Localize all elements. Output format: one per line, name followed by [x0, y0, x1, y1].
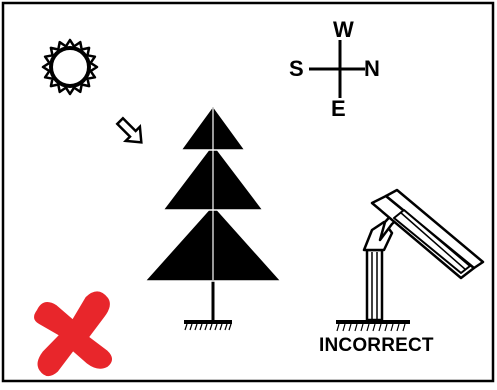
compass-south-label: S — [289, 58, 304, 80]
compass-west-label: W — [333, 19, 354, 41]
status-label: INCORRECT — [319, 336, 434, 355]
compass-east-label: E — [331, 98, 346, 120]
compass-north-label: N — [364, 58, 380, 80]
sun-icon — [43, 40, 97, 94]
